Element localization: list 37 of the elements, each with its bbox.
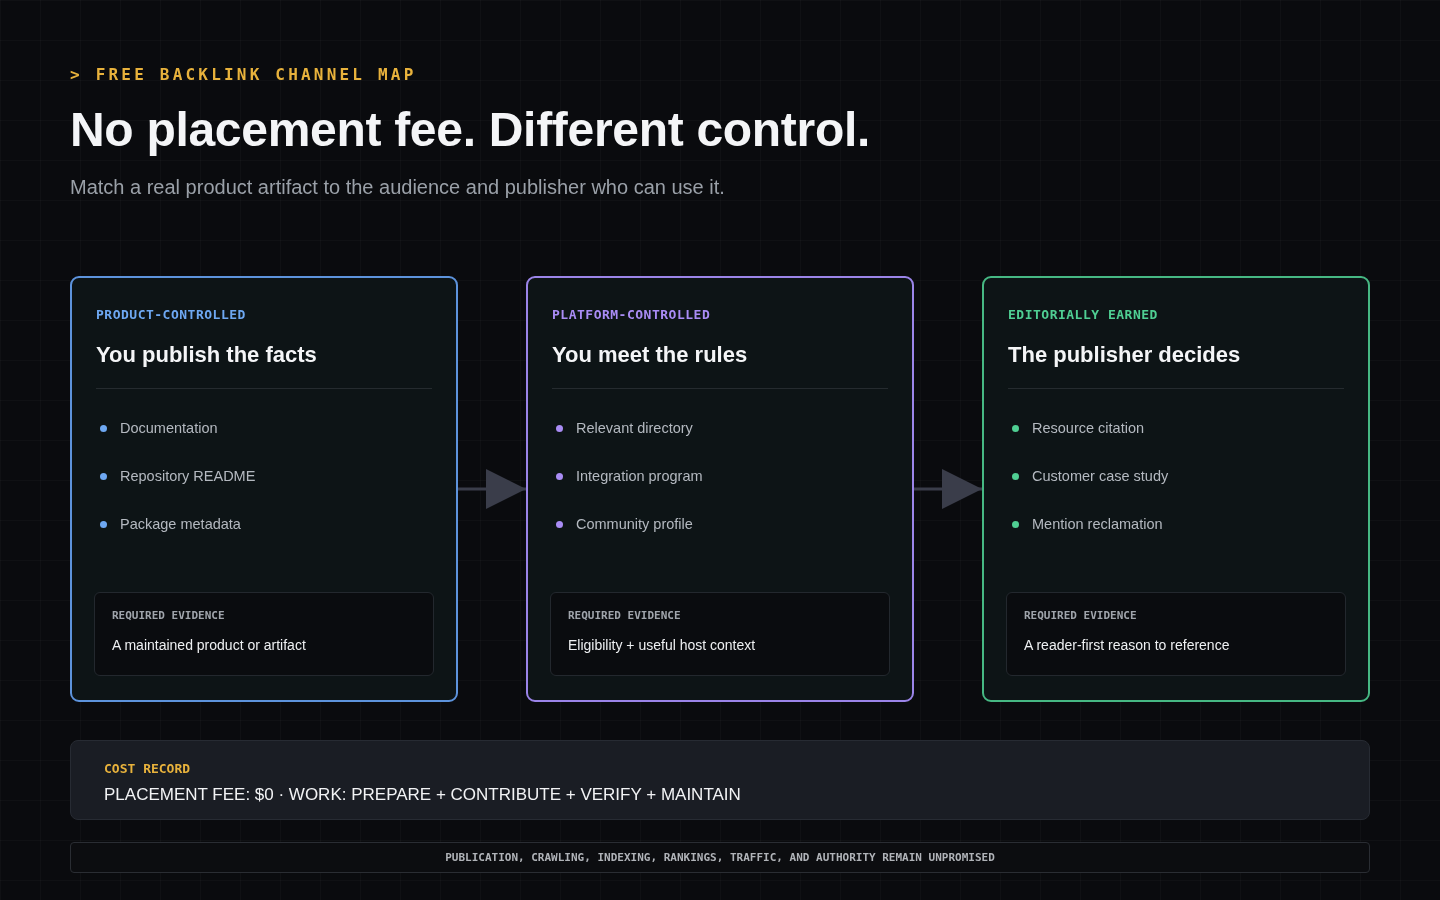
- list-item: Repository README: [120, 467, 256, 486]
- cost-text: PLACEMENT FEE: $0 · WORK: PREPARE + CONTRIBUTE + VERIFY + MAINTAIN: [104, 784, 741, 806]
- card-heading: You publish the facts: [96, 341, 317, 369]
- list-item: Documentation: [120, 419, 218, 438]
- evidence-label: REQUIRED EVIDENCE: [1024, 609, 1137, 623]
- list-item: Integration program: [576, 467, 703, 486]
- cost-label: COST RECORD: [104, 761, 191, 777]
- channel-card: [70, 276, 458, 702]
- list-item: Relevant directory: [576, 419, 693, 438]
- disclaimer-bar: [70, 842, 1370, 873]
- card-tag: PLATFORM-CONTROLLED: [552, 307, 711, 323]
- disclaimer-text: PUBLICATION, CRAWLING, INDEXING, RANKINGS, TRAFFIC, AND AUTHORITY REMAIN UNPROMISED: [445, 850, 995, 865]
- page-title: No placement fee. Different control.: [70, 102, 870, 158]
- card-tag: EDITORIALLY EARNED: [1008, 307, 1158, 323]
- arrow: [458, 469, 526, 509]
- evidence-panel: [550, 592, 890, 676]
- subtitle: Match a real product artifact to the audience and publisher who can use it.: [70, 175, 725, 200]
- list-item: Community profile: [576, 515, 693, 534]
- evidence-panel: [94, 592, 434, 676]
- evidence-label: REQUIRED EVIDENCE: [568, 609, 681, 623]
- list-item: Resource citation: [1032, 419, 1145, 438]
- card-heading: You meet the rules: [552, 341, 748, 369]
- card-heading: The publisher decides: [1008, 341, 1241, 369]
- evidence-panel: [1006, 592, 1346, 676]
- list-item: Package metadata: [120, 515, 241, 534]
- list-item: Mention reclamation: [1032, 515, 1163, 534]
- card-tag: PRODUCT-CONTROLLED: [96, 307, 246, 323]
- channel-card: [526, 276, 914, 702]
- eyebrow-label: > FREE BACKLINK CHANNEL MAP: [70, 64, 417, 86]
- list-item: Customer case study: [1032, 467, 1169, 486]
- cost-record-panel: [70, 740, 1370, 820]
- arrow: [914, 469, 982, 509]
- evidence-text: Eligibility + useful host context: [568, 636, 756, 654]
- evidence-text: A reader-first reason to reference: [1024, 636, 1230, 654]
- evidence-label: REQUIRED EVIDENCE: [112, 609, 225, 623]
- evidence-text: A maintained product or artifact: [112, 636, 306, 654]
- channel-card: [982, 276, 1370, 702]
